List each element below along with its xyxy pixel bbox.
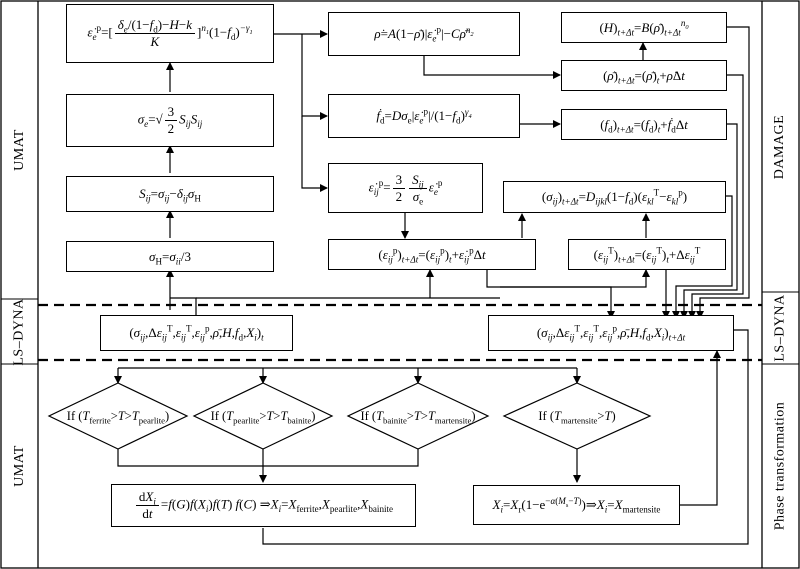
formula-martensitic: Xi=Xr(1−e−α(Ms−T))⇒Xi=Xmartensite xyxy=(492,495,661,515)
label-text: Phase transformation xyxy=(772,401,788,531)
arrow-strainrate-to-plastic xyxy=(301,116,328,192)
decision-diamond-3 xyxy=(346,382,490,450)
formula-fd-update: (fd)t+Δt=(fd)t+ḟdΔt xyxy=(600,116,688,135)
box-deviatoric-stress: Sij=σij−δijσH xyxy=(66,176,274,212)
arrow-plasticupdate-to-state-tdt xyxy=(486,270,615,319)
formula-state-t: (σij,ΔεijT,εijT,εijp,ρ̄,H,fd,Xi)t xyxy=(129,323,264,343)
formula-fd-rate: ḟd=Dσe|ε̇ep|/(1−fd)γ4 xyxy=(376,106,472,126)
box-rho-update: (ρ̄)t+Δt=(ρ̄)t+ρ̇Δt xyxy=(561,60,727,91)
arrow-stress-to-state-tdt xyxy=(672,195,733,319)
box-fd-update: (fd)t+Δt=(fd)t+ḟdΔt xyxy=(561,109,727,140)
formula-plastic-update: (εijp)t+Δt=(εijp)t+ε̇ijpΔt xyxy=(378,245,486,265)
condition-pearlite-bainite: If (Tpearlite>T>Tbainite) xyxy=(210,408,316,425)
box-dislocation-density-rate: ρ̇=A(1−ρ̄)|ε̇ep|−Cρ̄n2 xyxy=(328,12,520,56)
formula-deviatoric: Sij=σij−δijσH xyxy=(139,186,201,204)
box-plastic-strain-update: (εijp)t+Δt=(εijp)t+ε̇ijpΔt xyxy=(328,239,536,270)
formula-rho-rate: ρ̇=A(1−ρ̄)|ε̇ep|−Cρ̄n2 xyxy=(374,24,474,44)
condition-bainite-martensite: If (Tbainite>T>Tmartensite) xyxy=(360,408,476,425)
arrow-rhorate-to-rhoupdate xyxy=(423,55,561,79)
box-state-t-plus-dt: (σij,ΔεijT,εijT,εijp,ρ̄,H,fd,Xi)t+Δt xyxy=(488,315,734,351)
formula-total-update: (εijT)t+Δt=(εijT)t+ΔεijT xyxy=(593,245,701,265)
wire-cond-join xyxy=(117,449,419,467)
box-state-t: (σij,ΔεijT,εijT,εijp,ρ̄,H,fd,Xi)t xyxy=(100,315,293,351)
section-label-phase-transformation: Phase transformation xyxy=(762,364,799,568)
arrow-diffusional-to-state-tdt xyxy=(262,326,749,545)
arrow-strainrate-to-fd xyxy=(301,34,328,120)
box-hydrostatic-stress: σH=σii/3 xyxy=(66,241,274,272)
arrow-martensitic-to-state-tdt xyxy=(680,350,721,506)
formula-hydrostatic: σH=σii/3 xyxy=(149,248,191,267)
label-text: LS–DYNA xyxy=(772,294,788,362)
box-hardening-update: (H)t+Δt=B(ρ̄)t+Δtn0 xyxy=(561,12,727,43)
formula-state-tdt: (σij,ΔεijT,εijT,εijp,ρ̄,H,fd,Xi)t+Δt xyxy=(536,323,686,343)
section-label-lsdyna-right: LS–DYNA xyxy=(762,292,799,364)
section-label-damage: DAMAGE xyxy=(762,1,799,292)
arrow-to-totalupdate xyxy=(500,269,650,288)
box-stress-update: (σij)t+Δt=Dijkl(1−fd)(εklT−εklp) xyxy=(503,181,726,213)
arrow-H-to-state-tdt xyxy=(696,26,750,319)
label-text: DAMAGE xyxy=(772,114,788,179)
decision-diamond-2 xyxy=(192,382,334,450)
condition-ferrite-pearlite: If (Tferrite>T>Tpearlite) xyxy=(66,408,170,425)
label-text: UMAT xyxy=(11,129,27,171)
label-text: UMAT xyxy=(11,445,27,487)
condition-martensite: If (Tmartensite>T) xyxy=(538,408,616,425)
box-damage-rate: ḟd=Dσe|ε̇ep|/(1−fd)γ4 xyxy=(328,94,520,138)
label-text: LS–DYNA xyxy=(11,297,27,366)
arrow-fd-to-state-tdt xyxy=(680,123,738,319)
decision-diamond-1 xyxy=(47,382,189,450)
box-martensitic-transformation: Xi=Xr(1−e−α(Ms−T))⇒Xi=Xmartensite xyxy=(473,485,680,525)
section-label-umat-bottom: UMAT xyxy=(1,364,38,568)
formula-rho-update: (ρ̄)t+Δt=(ρ̄)t+ρ̇Δt xyxy=(603,67,685,86)
section-label-lsdyna-left: LS–DYNA xyxy=(1,297,38,366)
wire-state-t-up xyxy=(170,297,197,315)
formula-H-update: (H)t+Δt=B(ρ̄)t+Δtn0 xyxy=(599,18,689,38)
formula-stress-update: (σij)t+Δt=Dijkl(1−fd)(εklT−εklp) xyxy=(541,187,688,207)
arrow-rho-to-state-tdt xyxy=(688,74,744,319)
box-total-strain-update: (εijT)t+Δt=(εijT)t+ΔεijT xyxy=(568,239,726,270)
decision-diamond-4 xyxy=(502,382,652,450)
section-label-umat-top: UMAT xyxy=(1,1,38,299)
